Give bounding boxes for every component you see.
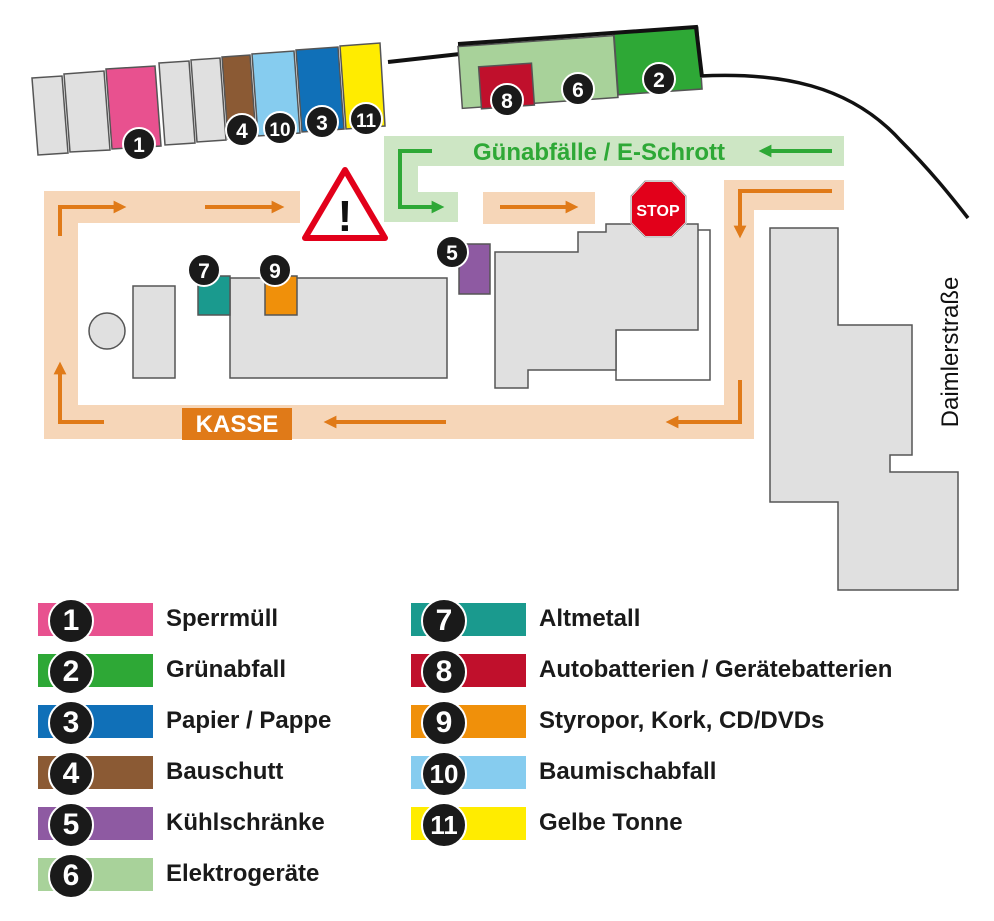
legend-number: 4 bbox=[48, 751, 94, 797]
arrow-icon bbox=[398, 149, 445, 214]
marker-6: 6 bbox=[561, 72, 595, 106]
legend-label: Baumischabfall bbox=[539, 758, 717, 785]
green-route-band bbox=[384, 136, 844, 222]
legend-number: 6 bbox=[48, 853, 94, 899]
street-label: Daimlerstraße bbox=[937, 277, 964, 428]
svg-text:10: 10 bbox=[269, 120, 290, 141]
marker-7: 7 bbox=[187, 253, 221, 287]
svg-text:6: 6 bbox=[572, 79, 584, 102]
legend-number: 3 bbox=[48, 700, 94, 746]
legend-label: Grünabfall bbox=[166, 656, 287, 683]
marker-11: 11 bbox=[349, 102, 383, 136]
legend-label: Autobatterien / Gerätebatterien bbox=[539, 656, 893, 683]
marker-1: 1 bbox=[122, 127, 156, 161]
orange-route-arrows bbox=[53, 189, 832, 429]
cashier-label: KASSE bbox=[196, 411, 279, 438]
number-markers: 1 4 10 3 11 8 6 2 bbox=[122, 62, 676, 287]
stop-sign-icon: STOP bbox=[630, 180, 687, 238]
orange-route-band-left bbox=[44, 191, 754, 439]
main-hall bbox=[229, 277, 448, 379]
legend-label: Kühlschränke bbox=[166, 809, 325, 836]
green-route-label: Günabfälle / E-Schrott bbox=[473, 139, 725, 166]
green-route-arrows bbox=[398, 144, 832, 214]
legend-number: 9 bbox=[421, 700, 467, 746]
legend-label: Altmetall bbox=[539, 605, 641, 632]
legend-number: 7 bbox=[421, 598, 467, 644]
arrow-icon bbox=[53, 361, 104, 424]
container-gray-3 bbox=[158, 60, 196, 146]
svg-text:3: 3 bbox=[316, 112, 328, 135]
legend-label: Sperrmüll bbox=[166, 605, 279, 632]
legend-label: Gelbe Tonne bbox=[539, 809, 683, 836]
stop-sign-label: STOP bbox=[636, 203, 680, 220]
marker-8: 8 bbox=[490, 83, 524, 117]
svg-text:7: 7 bbox=[198, 260, 210, 283]
legend-number: 2 bbox=[48, 649, 94, 695]
warning-triangle-icon: ! bbox=[302, 167, 388, 241]
marker-10: 10 bbox=[263, 111, 297, 145]
container-5-kuehlschraenke bbox=[458, 243, 491, 295]
legend-number: 8 bbox=[421, 649, 467, 695]
container-top-edge bbox=[457, 24, 704, 78]
container-gray-2 bbox=[63, 70, 111, 153]
arrow-icon bbox=[58, 200, 127, 236]
legend-label: Papier / Pappe bbox=[166, 707, 332, 734]
boundary-line bbox=[387, 52, 461, 64]
orange-route-band-right bbox=[724, 180, 844, 439]
legend-label: Bauschutt bbox=[166, 758, 284, 785]
container-gray-4 bbox=[190, 57, 227, 143]
road-curve bbox=[699, 73, 970, 220]
cashier-label-box bbox=[182, 408, 292, 440]
svg-text:5: 5 bbox=[446, 242, 458, 265]
legend-number: 10 bbox=[421, 751, 467, 797]
marker-5: 5 bbox=[435, 235, 469, 269]
container-row bbox=[31, 42, 386, 156]
svg-text:1: 1 bbox=[133, 134, 145, 157]
arrow-icon bbox=[733, 189, 832, 239]
container-1-sperrmuell bbox=[105, 65, 162, 150]
warning-symbol: ! bbox=[338, 192, 353, 241]
marker-4: 4 bbox=[225, 113, 259, 147]
legend-number: 5 bbox=[48, 802, 94, 848]
svg-text:4: 4 bbox=[236, 120, 248, 143]
svg-text:2: 2 bbox=[653, 69, 665, 92]
container-gray-1 bbox=[31, 75, 69, 156]
legend-label: Styropor, Kork, CD/DVDs bbox=[539, 707, 825, 734]
svg-text:11: 11 bbox=[356, 111, 377, 132]
legend-label: Elektrogeräte bbox=[166, 860, 320, 887]
legend-number: 11 bbox=[421, 802, 467, 848]
site-map: Günabfälle / E-Schrott KASSE ! STOP Daim… bbox=[31, 24, 970, 591]
legend-number: 1 bbox=[48, 598, 94, 644]
marker-9: 9 bbox=[258, 253, 292, 287]
svg-text:9: 9 bbox=[269, 260, 281, 283]
buildings bbox=[88, 223, 959, 591]
round-structure bbox=[88, 312, 126, 350]
svg-text:8: 8 bbox=[501, 90, 513, 113]
large-building-east bbox=[769, 227, 959, 591]
marker-3: 3 bbox=[305, 105, 339, 139]
marker-2: 2 bbox=[642, 62, 676, 96]
small-building bbox=[132, 285, 176, 379]
arrow-icon bbox=[665, 380, 742, 429]
depot-building bbox=[494, 223, 699, 389]
